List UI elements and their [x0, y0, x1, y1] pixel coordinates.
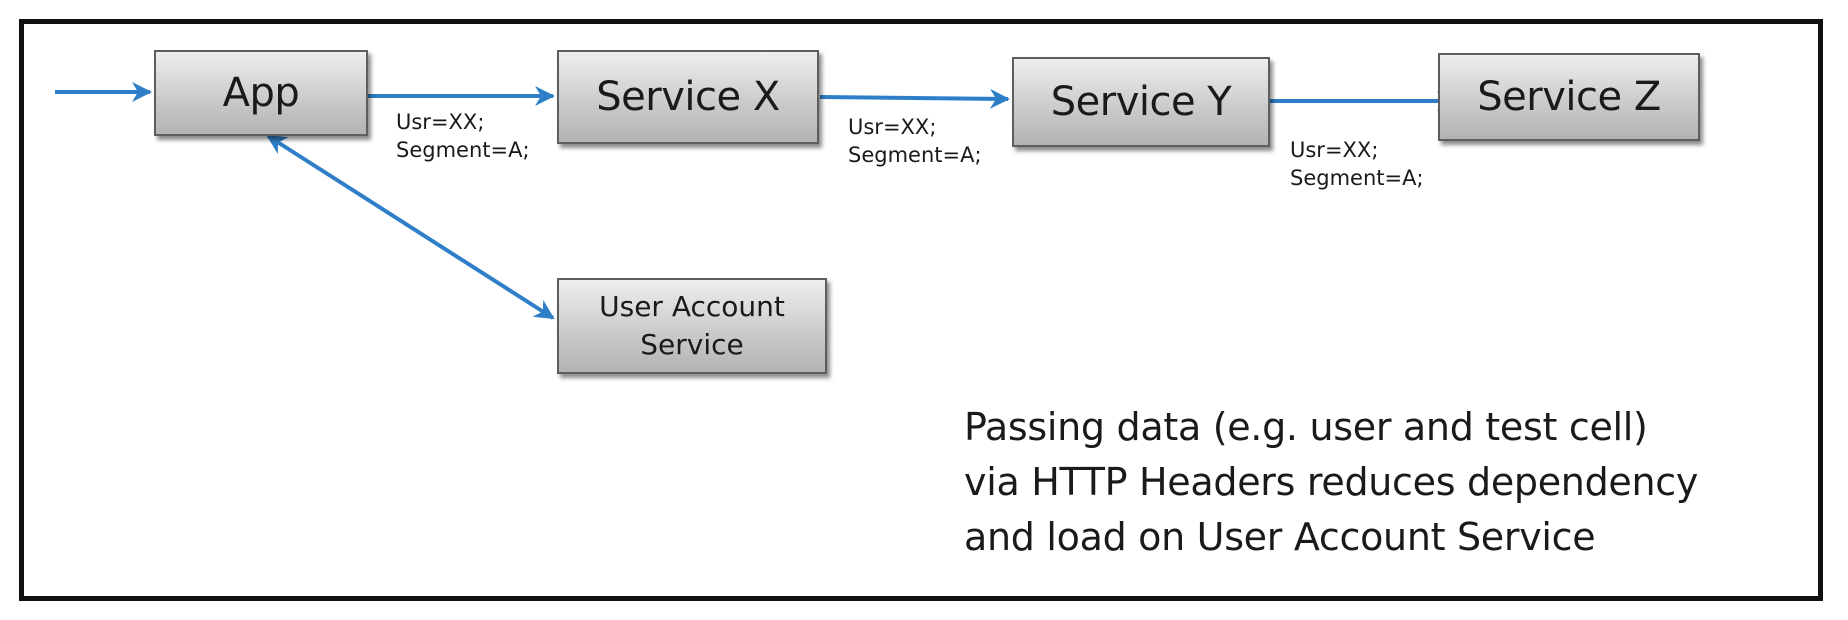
header-label-app-to-x: Usr=XX; Segment=A;	[396, 108, 530, 164]
user-account-service-node: User Account Service	[557, 278, 827, 374]
service-x-node-label: Service X	[596, 74, 780, 120]
note-line-2: via HTTP Headers reduces dependency	[964, 460, 1699, 504]
service-y-node-label: Service Y	[1050, 79, 1232, 125]
arrow-app-user-account-bidirectional	[266, 134, 555, 320]
service-x-node: Service X	[557, 50, 819, 144]
service-z-node: Service Z	[1438, 53, 1700, 141]
user-account-service-label-line-1: User Account	[599, 290, 785, 323]
service-y-node: Service Y	[1012, 57, 1270, 147]
header-segment-line: Segment=A;	[396, 138, 530, 162]
note-line-3: and load on User Account Service	[964, 515, 1596, 559]
arrow-service-x-to-service-y	[819, 88, 1010, 109]
user-account-service-label-line-2: Service	[640, 328, 744, 361]
header-segment-line: Segment=A;	[848, 143, 982, 167]
header-label-x-to-y: Usr=XX; Segment=A;	[848, 113, 982, 169]
service-z-node-label: Service Z	[1477, 74, 1661, 120]
app-node-label: App	[222, 70, 300, 116]
app-node: App	[154, 50, 368, 136]
header-usr-line: Usr=XX;	[1290, 138, 1379, 162]
explanation-note: Passing data (e.g. user and test cell) v…	[964, 400, 1698, 565]
note-line-1: Passing data (e.g. user and test cell)	[964, 405, 1648, 449]
header-usr-line: Usr=XX;	[396, 110, 485, 134]
header-usr-line: Usr=XX;	[848, 115, 937, 139]
header-segment-line: Segment=A;	[1290, 166, 1424, 190]
header-label-y-to-z: Usr=XX; Segment=A;	[1290, 136, 1424, 192]
